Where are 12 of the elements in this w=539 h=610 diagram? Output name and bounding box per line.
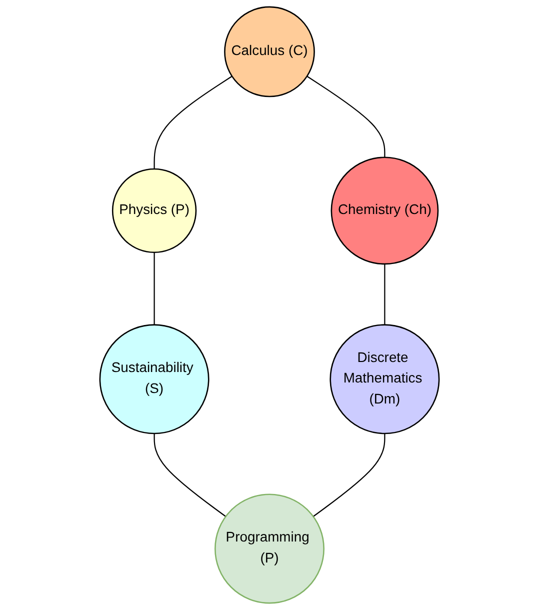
node-circle: Discrete Mathematics (Dm)	[330, 324, 440, 434]
node-circle: Chemistry (Ch)	[330, 156, 439, 265]
connector	[312, 434, 386, 517]
connector	[384, 264, 386, 325]
node-circle: Physics (P)	[112, 168, 197, 254]
node-circle: Calculus (C)	[224, 6, 315, 98]
connector	[154, 76, 232, 169]
connector	[306, 76, 386, 158]
node-circle: Sustainability (S)	[99, 324, 210, 434]
connector	[154, 434, 226, 517]
node-circle: Programming (P)	[214, 494, 324, 604]
connector	[154, 252, 155, 325]
